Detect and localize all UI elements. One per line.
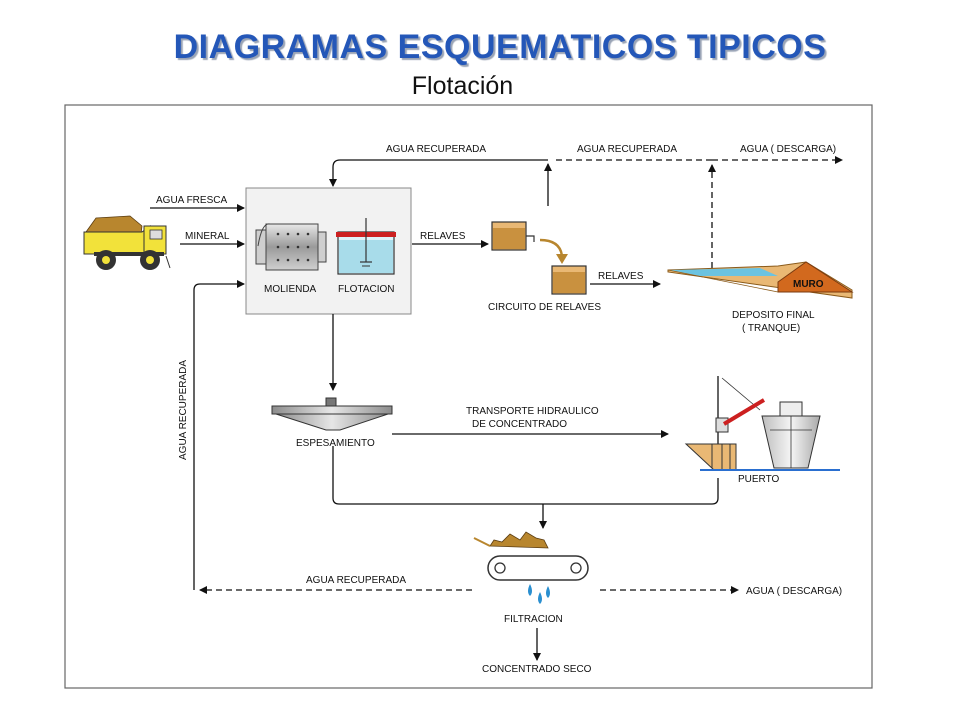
label-agua-descarga-top: AGUA ( DESCARGA): [740, 144, 836, 155]
diagram-frame: [64, 104, 873, 689]
mill-icon: [255, 223, 327, 271]
label-relaves-1: RELAVES: [420, 231, 466, 242]
label-flotacion: FLOTACION: [338, 284, 394, 295]
port-icon: [684, 376, 840, 471]
diagram-subtitle: Flotación: [411, 72, 514, 100]
label-agua-fresca: AGUA FRESCA: [156, 195, 227, 206]
label-filtracion: FILTRACION: [504, 614, 563, 625]
flotation-cell-icon: [336, 218, 396, 275]
label-concentrado-seco: CONCENTRADO SECO: [482, 664, 592, 675]
label-agua-recuperada-top: AGUA RECUPERADA: [386, 144, 486, 155]
tailings-tank-1-icon: [491, 221, 535, 251]
label-molienda: MOLIENDA: [264, 284, 317, 295]
label-transporte-2: DE CONCENTRADO: [472, 419, 567, 430]
water-drops-icon: [528, 584, 550, 604]
diagram-title: DIAGRAMAS ESQUEMATICOS TIPICOS: [173, 28, 827, 66]
label-agua-descarga-bottom: AGUA ( DESCARGA): [746, 586, 842, 597]
agua-recuperada-top-line: [329, 159, 548, 187]
label-transporte-1: TRANSPORTE HIDRAULICO: [466, 406, 599, 417]
label-agua-recuperada-bottom: AGUA RECUPERADA: [306, 575, 406, 586]
tailings-dam-icon: [667, 261, 854, 299]
label-muro: MURO: [793, 279, 824, 290]
filter-icon: [473, 531, 589, 581]
mining-truck-icon: [83, 215, 171, 270]
thickener-icon: [271, 397, 393, 431]
label-circuito-relaves: CIRCUITO DE RELAVES: [488, 302, 601, 313]
label-espesamiento: ESPESAMIENTO: [296, 438, 375, 449]
tailings-tank-2-icon: [551, 265, 587, 295]
label-relaves-2: RELAVES: [598, 271, 644, 282]
ship-icon: [761, 401, 821, 469]
label-agua-recuperada-vertical: AGUA RECUPERADA: [178, 360, 189, 460]
label-agua-recuperada-top2: AGUA RECUPERADA: [577, 144, 677, 155]
label-puerto: PUERTO: [738, 474, 780, 485]
label-mineral: MINERAL: [185, 231, 230, 242]
label-tranque: ( TRANQUE): [742, 323, 800, 334]
label-deposito-final: DEPOSITO FINAL: [732, 310, 815, 321]
